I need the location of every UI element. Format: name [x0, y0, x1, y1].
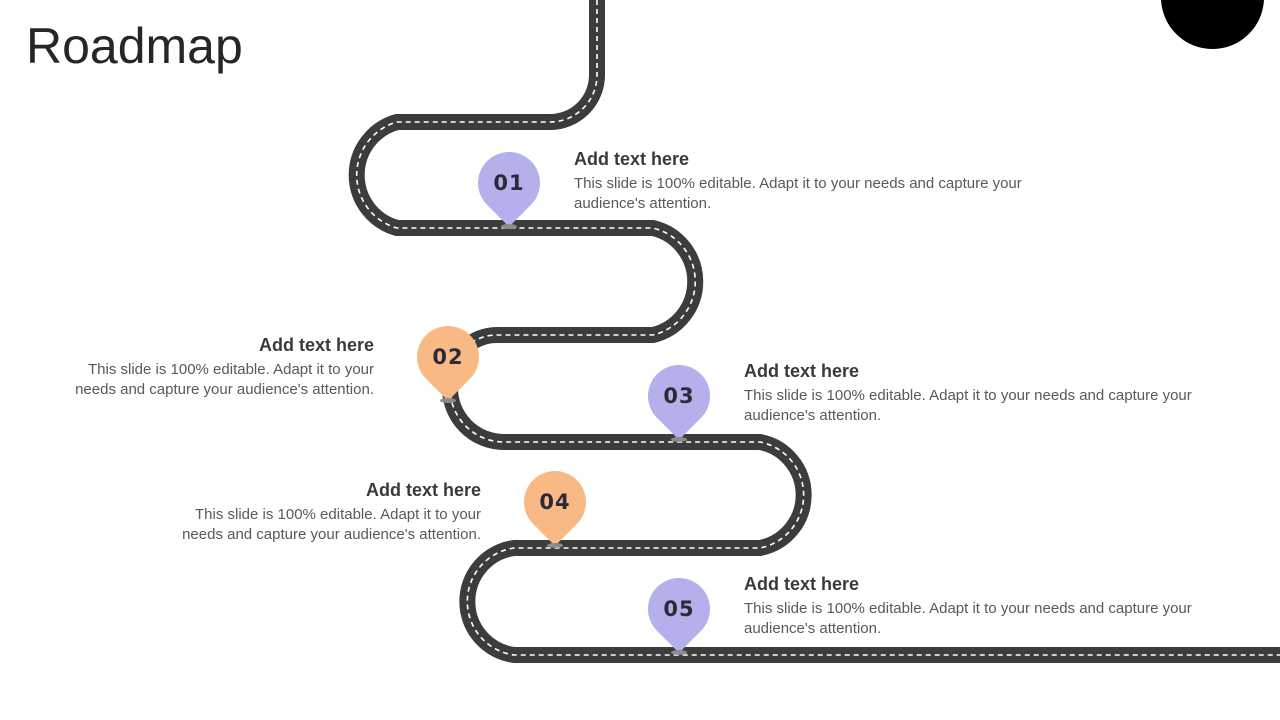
pin-shadow: [440, 398, 456, 403]
milestone-text-04: Add text here This slide is 100% editabl…: [1, 480, 481, 545]
milestone-pin-01: 01: [465, 139, 553, 232]
milestone-number: 04: [539, 490, 571, 514]
milestone-number: 03: [663, 384, 695, 408]
road-lane-markings: [355, 0, 1280, 656]
milestone-heading: Add text here: [258, 335, 374, 355]
milestone-text-02: Add text here This slide is 100% editabl…: [0, 335, 374, 400]
milestone-text-05: Add text here This slide is 100% editabl…: [744, 574, 1224, 639]
milestone-pin-02: 02: [404, 313, 492, 406]
milestone-text-01: Add text here This slide is 100% editabl…: [574, 149, 1054, 214]
milestone-number: 05: [663, 597, 695, 621]
milestone-pin-05: 05: [635, 565, 723, 658]
milestone-heading: Add text here: [365, 480, 481, 500]
milestone-body: This slide is 100% editable. Adapt it to…: [574, 175, 1022, 212]
milestone-body: This slide is 100% editable. Adapt it to…: [75, 361, 374, 398]
pin-shadow: [671, 650, 687, 655]
pin-shadow: [547, 543, 563, 548]
milestone-number: 02: [432, 345, 464, 369]
milestone-number: 01: [493, 171, 525, 195]
milestone-text-03: Add text here This slide is 100% editabl…: [744, 361, 1224, 426]
milestone-pin-04: 04: [511, 458, 599, 551]
milestone-pin-03: 03: [635, 352, 723, 445]
milestone-body: This slide is 100% editable. Adapt it to…: [182, 506, 481, 543]
milestone-heading: Add text here: [574, 149, 690, 169]
page-title: Roadmap: [26, 18, 243, 74]
milestone-heading: Add text here: [744, 574, 860, 594]
milestone-body: This slide is 100% editable. Adapt it to…: [744, 600, 1192, 637]
road-asphalt: [348, 0, 1280, 663]
milestone-heading: Add text here: [744, 361, 860, 381]
pin-shadow: [671, 437, 687, 442]
milestone-body: This slide is 100% editable. Adapt it to…: [744, 387, 1192, 424]
pin-shadow: [501, 224, 517, 229]
